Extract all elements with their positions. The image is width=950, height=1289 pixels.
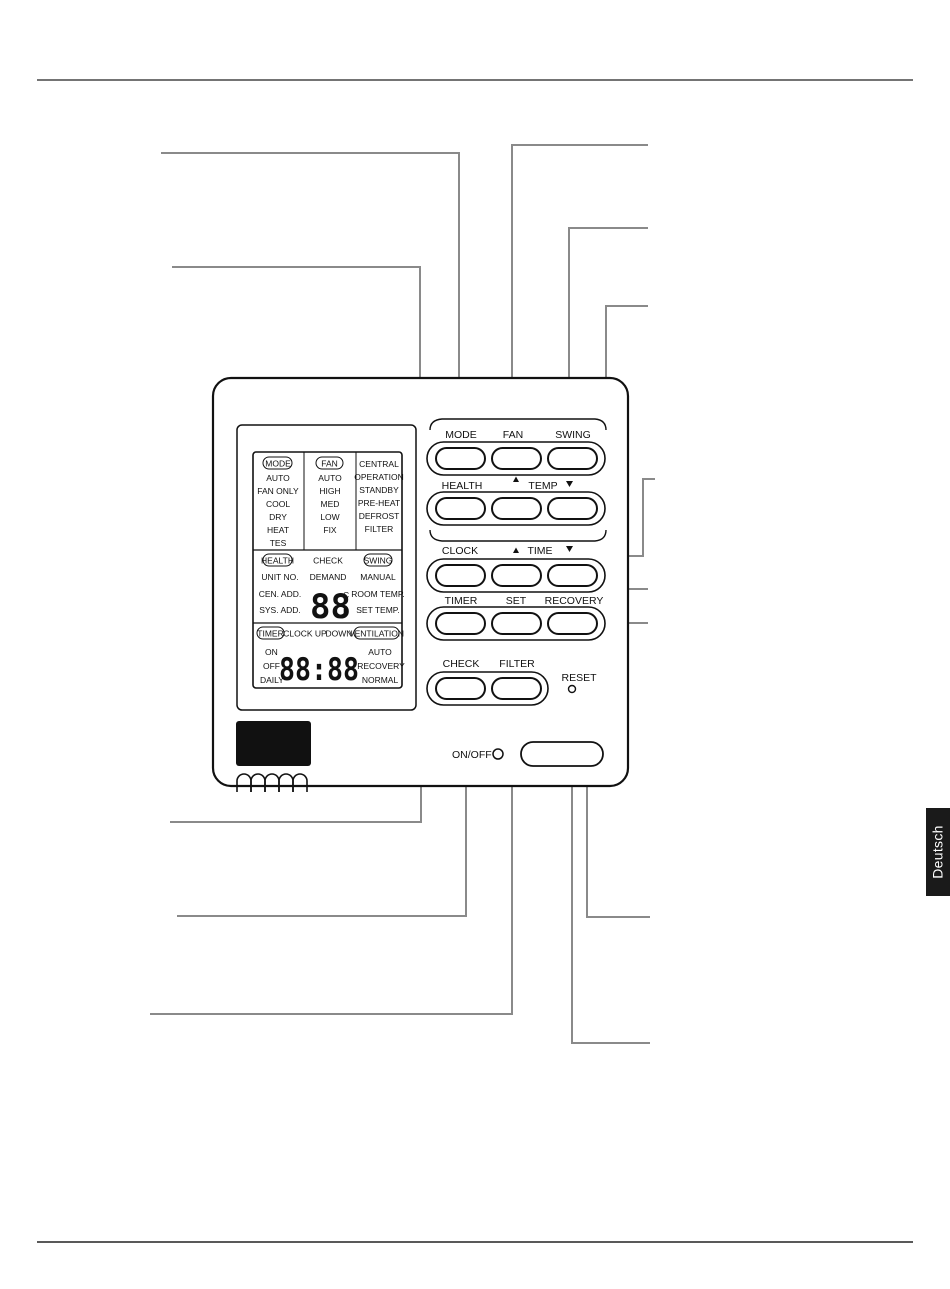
lcd-swing-badge-outline [363, 553, 393, 567]
language-tab: Deutsch [926, 808, 950, 896]
lcd-ventilation-badge: VENTILATION [349, 629, 404, 639]
lcd-mode-badge-outline [262, 456, 293, 470]
callout-reset [571, 694, 650, 1044]
lcd-health-badge: HEALTH [261, 556, 294, 566]
lcd-daily: DAILY [260, 675, 284, 685]
lcd-mode-badge: MODE [265, 459, 291, 469]
lcd-manual: MANUAL [360, 572, 396, 582]
lcd-mode-item: COOL [266, 499, 290, 509]
lcd-check: CHECK [313, 556, 343, 566]
set-label: SET [506, 595, 527, 607]
lcd-health-badge-outline [262, 553, 293, 567]
reset-button[interactable] [567, 684, 577, 694]
lcd-mode-item: FAN ONLY [257, 486, 299, 496]
onoff-label: ON/OFF [452, 749, 492, 761]
lcd-fan-item: FIX [323, 525, 337, 535]
time-down-button[interactable] [547, 564, 598, 587]
time-down-arrow-icon [566, 546, 573, 552]
lcd-cen-add: CEN. ADD. [259, 589, 302, 599]
battery-vents [236, 773, 308, 792]
lcd-fan-badge: FAN [321, 459, 338, 469]
lcd-fan-item: AUTO [318, 473, 342, 483]
lcd-status-item: DEFROST [359, 511, 400, 521]
recovery-label: RECOVERY [545, 595, 604, 607]
lcd-fan-item: LOW [320, 512, 339, 522]
swing-label: SWING [555, 429, 591, 441]
lcd-status-item: STANDBY [359, 485, 399, 495]
time-label: TIME [527, 545, 552, 557]
lcd-fan-badge-outline [315, 456, 344, 470]
lcd-sys-add: SYS. ADD. [259, 605, 301, 615]
temp-up-arrow-icon [513, 476, 519, 482]
power-indicator-led [492, 748, 504, 760]
lcd-status-item: FILTER [365, 524, 394, 534]
lcd-clock-up: CLOCK UP [283, 629, 327, 639]
timer-button[interactable] [435, 612, 486, 635]
timer-label: TIMER [445, 595, 478, 607]
lcd-ventilation-badge-outline [353, 626, 400, 640]
lcd-status-item: PRE-HEAT [358, 498, 400, 508]
swing-button[interactable] [547, 447, 598, 470]
lcd-demand: DEMAND [310, 572, 347, 582]
lcd-display [252, 451, 403, 689]
lcd-unit-no: UNIT NO. [261, 572, 298, 582]
temp-up-button[interactable] [491, 497, 542, 520]
button-group-bracket-bottom [429, 529, 607, 542]
check-label: CHECK [443, 658, 480, 670]
lcd-recovery: RECOVERY [357, 661, 405, 671]
temp-down-arrow-icon [566, 481, 573, 487]
lcd-fan-item: MED [321, 499, 340, 509]
lcd-normal: NORMAL [362, 675, 399, 685]
lcd-mode-item: TES [270, 538, 287, 548]
lcd-status-item: OPERATION [354, 472, 403, 482]
lcd-timer-badge-outline [256, 626, 285, 640]
lcd-mode-item: DRY [269, 512, 287, 522]
temp-label: TEMP [528, 480, 557, 492]
lcd-mode-item: HEAT [267, 525, 289, 535]
health-label: HEALTH [442, 480, 483, 492]
lcd-unit-c: C [343, 590, 349, 600]
lcd-room-temp: ROOM TEMP. [351, 589, 405, 599]
onoff-button[interactable] [520, 741, 604, 767]
fan-button[interactable] [491, 447, 542, 470]
temp-down-button[interactable] [547, 497, 598, 520]
lcd-on: ON [265, 647, 278, 657]
infrared-window [236, 721, 311, 766]
lcd-timer-badge: TIMER [257, 629, 283, 639]
set-button[interactable] [491, 612, 542, 635]
clock-label: CLOCK [442, 545, 478, 557]
button-group-bracket-top [429, 418, 607, 431]
lcd-swing-badge: SWING [364, 556, 393, 566]
check-button[interactable] [435, 677, 486, 700]
filter-button[interactable] [491, 677, 542, 700]
fan-label: FAN [503, 429, 523, 441]
filter-label: FILTER [499, 658, 535, 670]
time-up-button[interactable] [491, 564, 542, 587]
callout-onoff-panel [586, 754, 650, 918]
lcd-auto: AUTO [368, 647, 392, 657]
callout-filter [150, 690, 513, 1015]
lcd-fan-item: HIGH [319, 486, 340, 496]
lcd-clock-digits: 88:88 [279, 652, 359, 688]
lcd-unit-f: F [343, 607, 348, 617]
lcd-down: DOWN [326, 629, 353, 639]
callout-mode [161, 152, 460, 455]
clock-button[interactable] [435, 564, 486, 587]
language-tab-label: Deutsch [930, 825, 946, 879]
lcd-status-item: CENTRAL [359, 459, 399, 469]
mode-label: MODE [445, 429, 477, 441]
recovery-button[interactable] [547, 612, 598, 635]
health-button[interactable] [435, 497, 486, 520]
lcd-set-temp: SET TEMP. [356, 605, 399, 615]
mode-button[interactable] [435, 447, 486, 470]
callout-lines [150, 144, 655, 1044]
lcd-off: OFF [263, 661, 280, 671]
lcd-mode-item: AUTO [266, 473, 290, 483]
time-up-arrow-icon [513, 547, 519, 553]
lcd-temp-digits: 88 [310, 587, 351, 627]
callout-fan [511, 144, 648, 455]
reset-label: RESET [561, 672, 597, 684]
